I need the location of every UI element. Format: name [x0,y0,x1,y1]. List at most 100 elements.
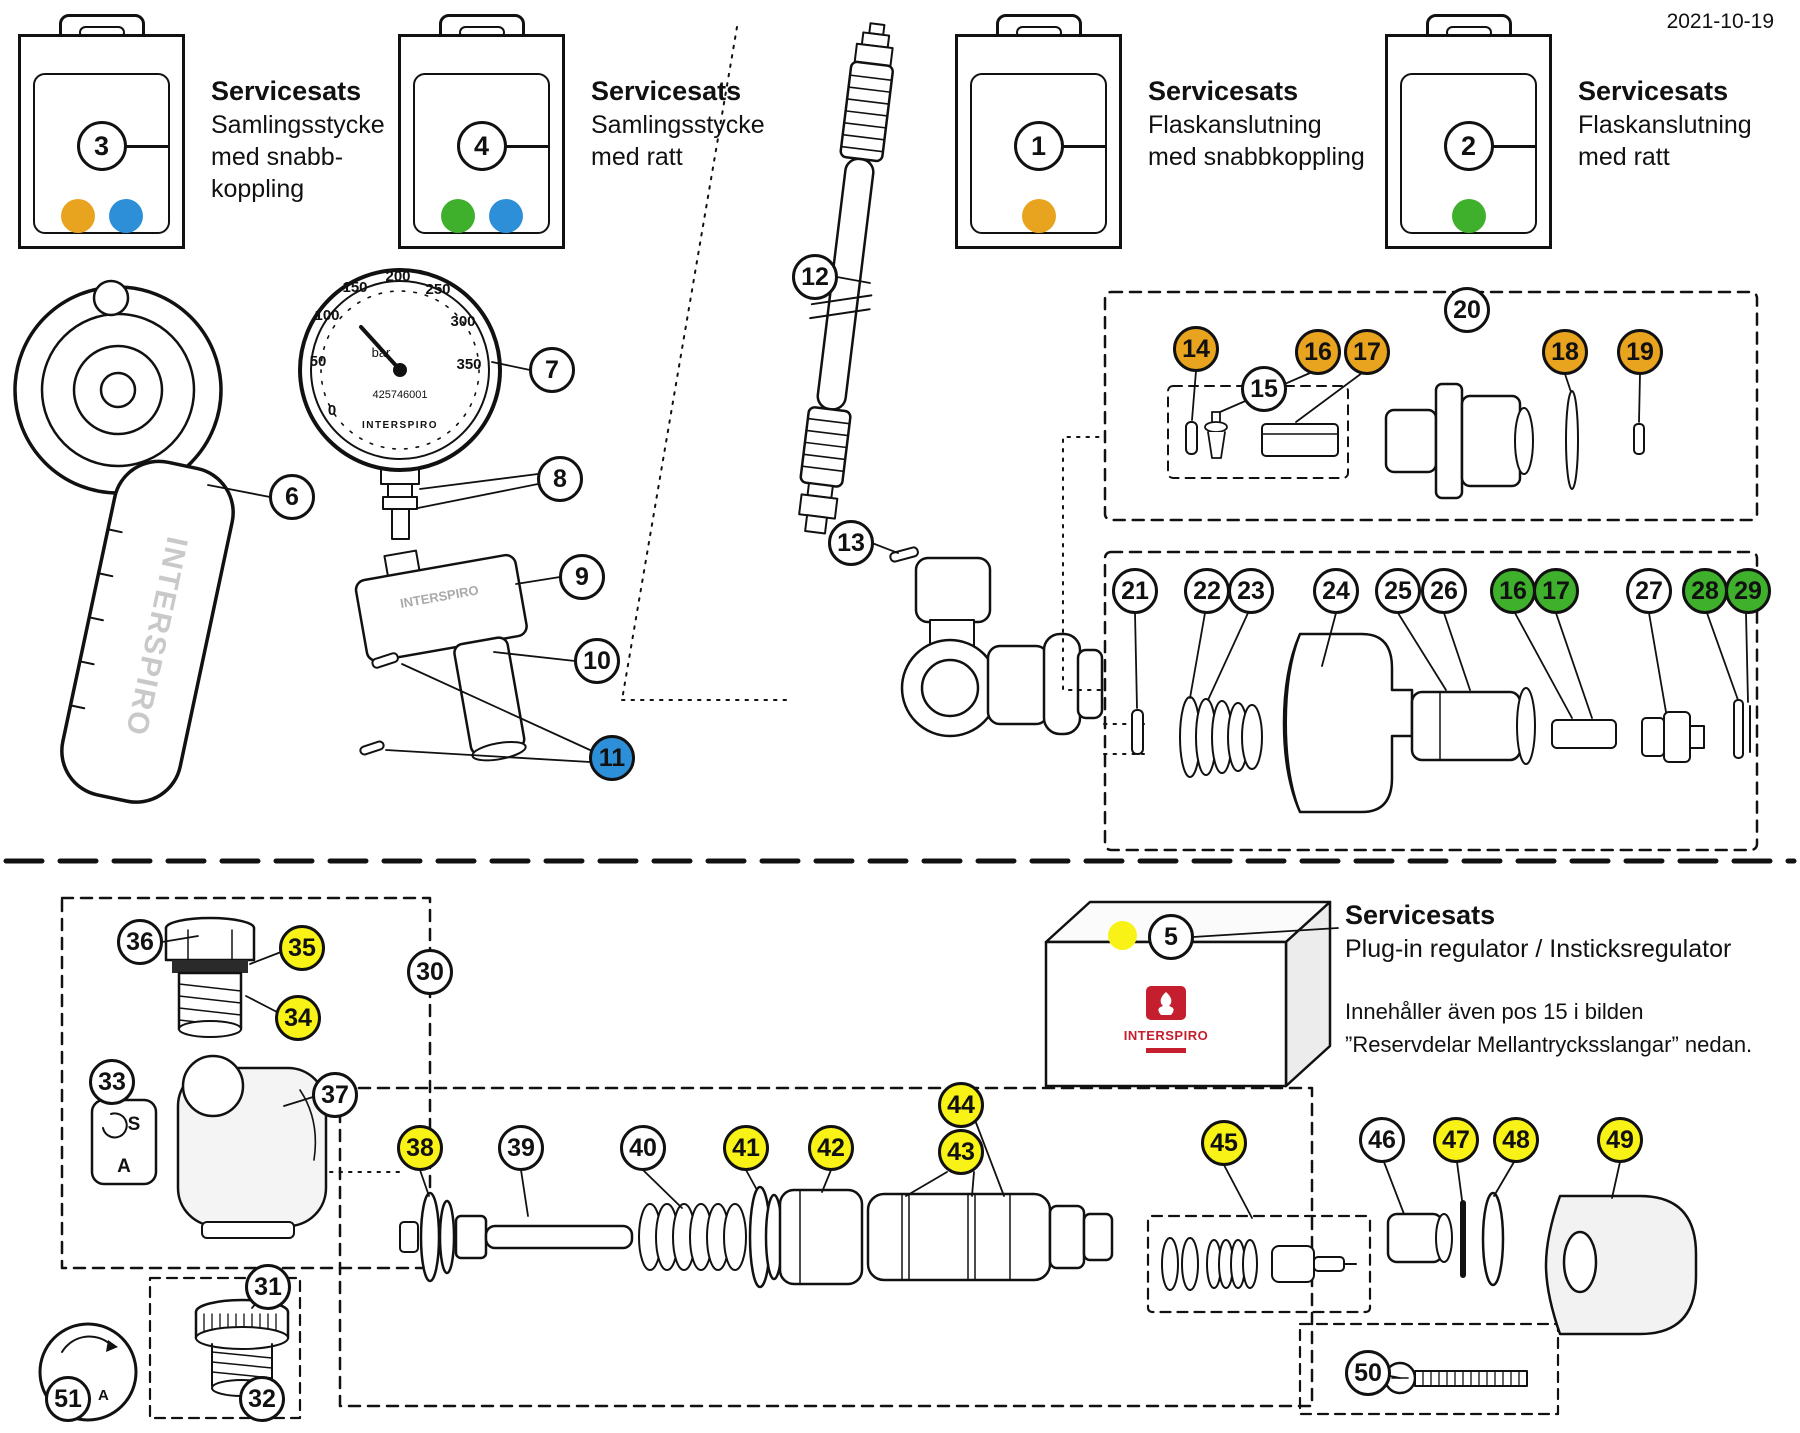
callout-51: 51 [45,1376,91,1422]
kit-description-line: koppling [211,175,305,204]
kit-description-line: Samlingsstycke [211,111,385,140]
kit-description-line: med snabb- [211,143,344,172]
part-35-oring [172,960,248,973]
callout-29: 29 [1725,568,1771,614]
part-21-pin [1131,709,1144,755]
callout-50: 50 [1345,1350,1391,1396]
assembly-guide-dots [329,26,1145,1173]
callout-14: 14 [1173,326,1219,372]
kit-package-window [1400,73,1537,234]
part-37-body [176,1054,328,1239]
spare-parts-box-art [1103,550,1759,852]
callout-12: 12 [792,254,838,300]
part-22-23-spring [1179,696,1263,778]
callout-27: 27 [1626,568,1672,614]
callout-19: 19 [1617,329,1663,375]
part-34-thread [177,971,243,1031]
demand-valve-art: INTERSPIRO [13,279,235,804]
gauge-tick-350: 350 [456,356,481,373]
callout-41: 41 [723,1125,769,1171]
gauge-tick-ring [320,290,480,450]
callout-23: 23 [1228,568,1274,614]
elbow-valve-art [900,556,1104,738]
part-31-32-plug [194,1298,290,1397]
callout-40: 40 [620,1125,666,1171]
kit-number: 4 [456,121,548,171]
kit-description-line: Flaskanslutning [1148,111,1322,140]
part-16-valve [1204,411,1228,459]
service-kit-1: 1 Servicesats Flaskanslutning med snabbko… [955,14,1365,249]
callout-31: 31 [245,1264,291,1310]
gauge-needle [359,325,402,372]
kit-label: Servicesats Flaskanslutning med snabbkopp… [1148,14,1365,249]
kit-description: Samlingsstycke med ratt [591,109,765,173]
kit-number: 3 [76,121,168,171]
callout-26: 26 [1421,568,1467,614]
kit-title: Servicesats [211,76,362,106]
callout-46: 46 [1359,1117,1405,1163]
callout-6: 6 [269,474,315,520]
callout-16: 16 [1490,568,1536,614]
kit-title: Servicesats [1148,76,1299,106]
callout-20: 20 [1444,287,1490,333]
kit5-label: Servicesats Plug-in regulator / Insticks… [1345,898,1731,965]
pin-part-b [359,740,385,756]
part-16-17-sleeve [1551,719,1617,749]
callout-48: 48 [1493,1117,1539,1163]
pressure-gauge-art: 0 50 100 150 200 250 300 350 bar 4257460… [298,268,502,540]
kit-description-line: med snabbkoppling [1148,143,1365,172]
callout-11: 11 [589,735,635,781]
part-25-26-cylinder [1410,687,1536,765]
gauge-tick-300: 300 [450,313,475,330]
pin-part-a [371,652,399,669]
part-17-sleeve [1261,423,1339,457]
kit-package: 3 [18,14,185,249]
callout-22: 22 [1184,568,1230,614]
kit-title: Servicesats [1578,76,1729,106]
callout-9: 9 [559,554,605,600]
callout-25: 25 [1375,568,1421,614]
kit-title: Servicesats [591,76,742,106]
callout-39: 39 [498,1125,544,1171]
hose-clip-art [889,546,919,563]
gauge-tick-250: 250 [425,281,450,298]
kit-box-30-left [60,896,432,1270]
callout-36: 36 [117,919,163,965]
kit-label: Servicesats Samlingsstycke med snabb-kopp… [211,14,385,249]
green-dot [1451,199,1486,233]
kit5-subtitle: Plug-in regulator / Insticksregulator [1345,935,1732,964]
kit-description-line: Flaskanslutning [1578,111,1752,140]
kit-package-window [970,73,1107,234]
kit-number: 2 [1443,121,1535,171]
part-48-washer [1481,1191,1505,1287]
gauge-brand: INTERSPIRO [362,420,438,431]
gauge-tick-50: 50 [310,353,327,370]
green-dot [440,199,475,233]
kit-description-line: med ratt [591,143,683,172]
kit-number: 1 [1013,121,1105,171]
kit-description: Samlingsstycke med snabb-koppling [211,109,385,205]
label-33-letter-a: A [117,1156,131,1177]
callout-24: 24 [1313,568,1359,614]
callout-34: 34 [275,995,321,1041]
blue-dot [488,199,523,233]
kit5-title: Servicesats [1345,900,1496,930]
kit-description-line: Samlingsstycke [591,111,765,140]
part-49-cap [1544,1194,1698,1336]
label-33-letter-s: S [128,1114,141,1135]
regulator-exploded-art [399,1185,1698,1395]
orange-dot [60,199,95,233]
callout-13: 13 [828,520,874,566]
callout-37: 37 [312,1072,358,1118]
blue-dot [108,199,143,233]
coupling-block-art: INTERSPIRO [354,549,528,762]
part-24-housing [1282,632,1414,814]
callout-15: 15 [1241,366,1287,412]
kit-dots [398,199,565,233]
gauge-tick-0: 0 [328,402,336,419]
callout-17: 17 [1533,568,1579,614]
plug-dashed-box [148,1276,302,1420]
callout-45: 45 [1201,1120,1247,1166]
